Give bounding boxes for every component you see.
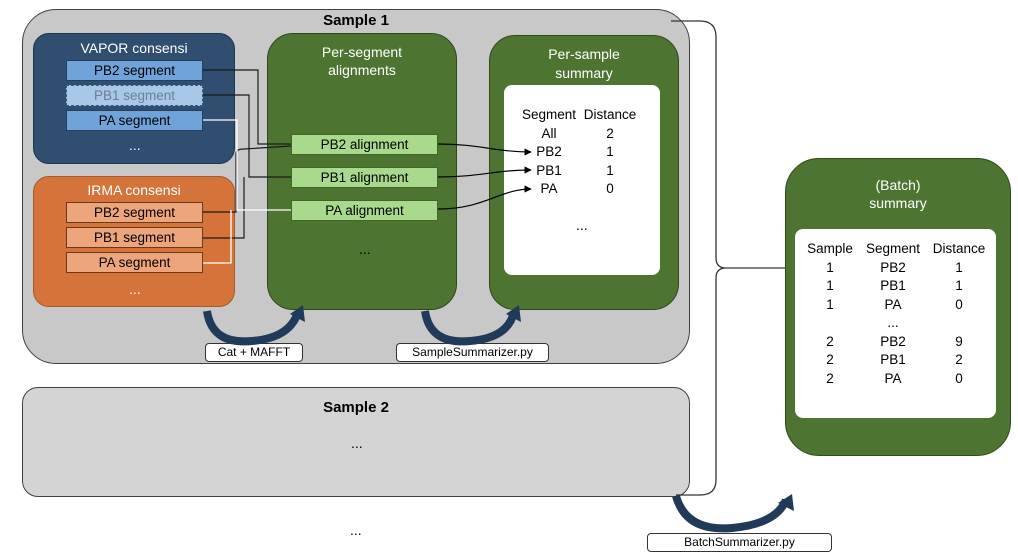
batch-summary-card: Sample Segment Distance 1 PB2 1 1 PB1 1 …	[795, 229, 996, 418]
batch-sample: 1	[826, 296, 834, 312]
batch-segment: PA	[884, 296, 902, 312]
header-segment: Segment	[521, 107, 577, 122]
batch-segment: PA	[884, 370, 902, 386]
cat-mafft-label: Cat + MAFFT	[205, 343, 303, 362]
header-segment: Segment	[865, 241, 921, 256]
vapor-consensi-title: VAPOR consensi	[80, 40, 188, 56]
batch-distance: 0	[955, 296, 963, 312]
header-distance: Distance	[583, 107, 637, 122]
batch-title-line1: (Batch)	[875, 177, 921, 193]
batch-distance: 9	[955, 333, 963, 349]
batch-distance	[927, 314, 991, 333]
header-sample: Sample	[807, 241, 853, 256]
batch-table: Sample Segment Distance 1 PB2 1 1 PB1 1 …	[801, 240, 991, 388]
row-distance: 2	[606, 125, 614, 141]
vapor-pb2-segment: PB2 segment	[66, 60, 203, 81]
batch-row: 2 PA 0	[801, 370, 991, 389]
pb1-alignment: PB1 alignment	[291, 167, 438, 188]
irma-pb2-segment: PB2 segment	[66, 202, 203, 223]
batch-segment: PB2	[880, 259, 906, 275]
batch-row: 1 PA 0	[801, 296, 991, 315]
per-sample-summary-card: Segment Distance All 2 PB2 1 PB1 1 PA 0 …	[504, 85, 660, 275]
batch-distance: 0	[955, 370, 963, 386]
batch-segment: ...	[887, 315, 899, 330]
batch-summarizer-label: BatchSummarizer.py	[647, 533, 832, 552]
batch-distance: 1	[955, 278, 963, 293]
per-sample-more: ...	[576, 217, 588, 233]
per-sample-header-row: Segment Distance	[519, 106, 641, 125]
vapor-pb1-segment: PB1 segment	[66, 85, 203, 106]
per-sample-title-line1: Per-sample	[548, 46, 620, 62]
per-segment-title-line2: alignments	[328, 62, 396, 78]
header-distance: Distance	[932, 241, 986, 256]
irma-consensi-title: IRMA consensi	[87, 182, 181, 198]
batch-summarizer-arrow-head	[778, 494, 794, 511]
batch-row: 1 PB2 1	[801, 259, 991, 278]
per-sample-row: PB2 1	[519, 143, 641, 162]
row-segment: PB2	[536, 144, 562, 159]
batch-header-row: Sample Segment Distance	[801, 240, 991, 259]
batch-sample: 2	[826, 370, 834, 386]
batch-distance: 2	[955, 352, 963, 367]
per-sample-table: Segment Distance All 2 PB2 1 PB1 1 PA 0	[519, 106, 641, 199]
irma-more: ...	[129, 281, 141, 297]
row-segment: All	[541, 125, 557, 141]
row-distance: 1	[606, 162, 614, 178]
per-sample-row: PB1 1	[519, 162, 641, 181]
batch-row: 2 PB1 2	[801, 351, 991, 370]
batch-segment: PB1	[880, 278, 906, 293]
sample2-more: ...	[351, 435, 363, 451]
batch-sample: 1	[826, 259, 834, 275]
row-segment: PA	[540, 181, 558, 196]
alignments-more: ...	[359, 241, 371, 257]
batch-row: ...	[801, 314, 991, 333]
sample2-box: Sample 2 ...	[22, 387, 690, 497]
row-distance: 1	[606, 144, 614, 159]
vapor-pa-segment: PA segment	[66, 110, 203, 131]
batch-title-line2: summary	[869, 195, 927, 211]
batch-segment: PB1	[880, 352, 906, 367]
per-sample-title-line2: summary	[555, 65, 613, 81]
batch-sample: 2	[826, 352, 834, 367]
row-distance: 0	[606, 181, 614, 196]
row-segment: PB1	[536, 162, 562, 178]
per-segment-title-line1: Per-segment	[321, 44, 403, 60]
pb2-alignment: PB2 alignment	[291, 134, 438, 155]
batch-sample: 2	[826, 333, 834, 349]
batch-distance: 1	[955, 259, 963, 275]
batch-sample	[801, 314, 859, 333]
batch-sample: 1	[826, 278, 834, 293]
vapor-more: ...	[129, 137, 141, 153]
irma-pb1-segment: PB1 segment	[66, 227, 203, 248]
per-sample-row: PA 0	[519, 180, 641, 199]
more-samples: ...	[350, 522, 362, 538]
sample1-title: Sample 1	[323, 12, 389, 29]
batch-row: 2 PB2 9	[801, 333, 991, 352]
irma-pa-segment: PA segment	[66, 252, 203, 273]
pa-alignment: PA alignment	[291, 200, 438, 221]
sample-summarizer-label: SampleSummarizer.py	[396, 343, 549, 362]
batch-row: 1 PB1 1	[801, 277, 991, 296]
batch-segment: PB2	[880, 333, 906, 349]
batch-summarizer-arrow	[672, 494, 790, 533]
sample2-title: Sample 2	[323, 399, 389, 416]
per-sample-row: All 2	[519, 125, 641, 144]
